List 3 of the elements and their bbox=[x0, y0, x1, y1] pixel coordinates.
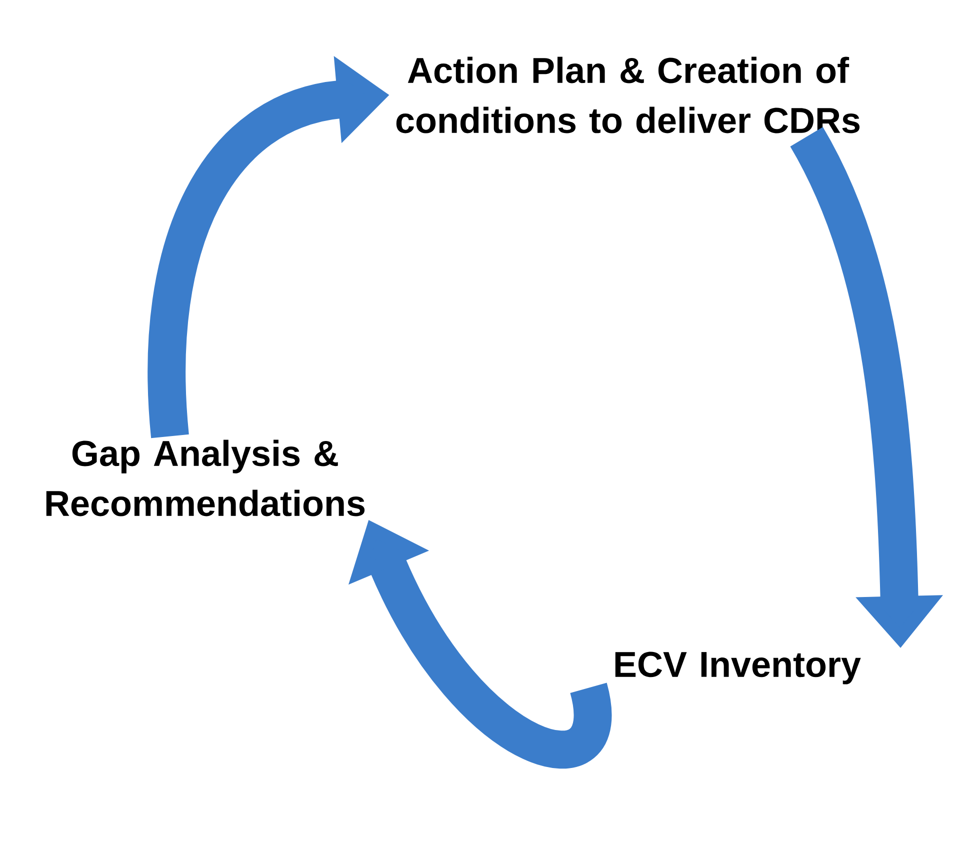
step-label: ECV Inventory bbox=[615, 652, 861, 684]
step-label: Action Plan & Creation of conditions to deliver CDRs bbox=[396, 56, 860, 134]
step-label: Gap Analysis & Recommendations bbox=[46, 440, 365, 516]
